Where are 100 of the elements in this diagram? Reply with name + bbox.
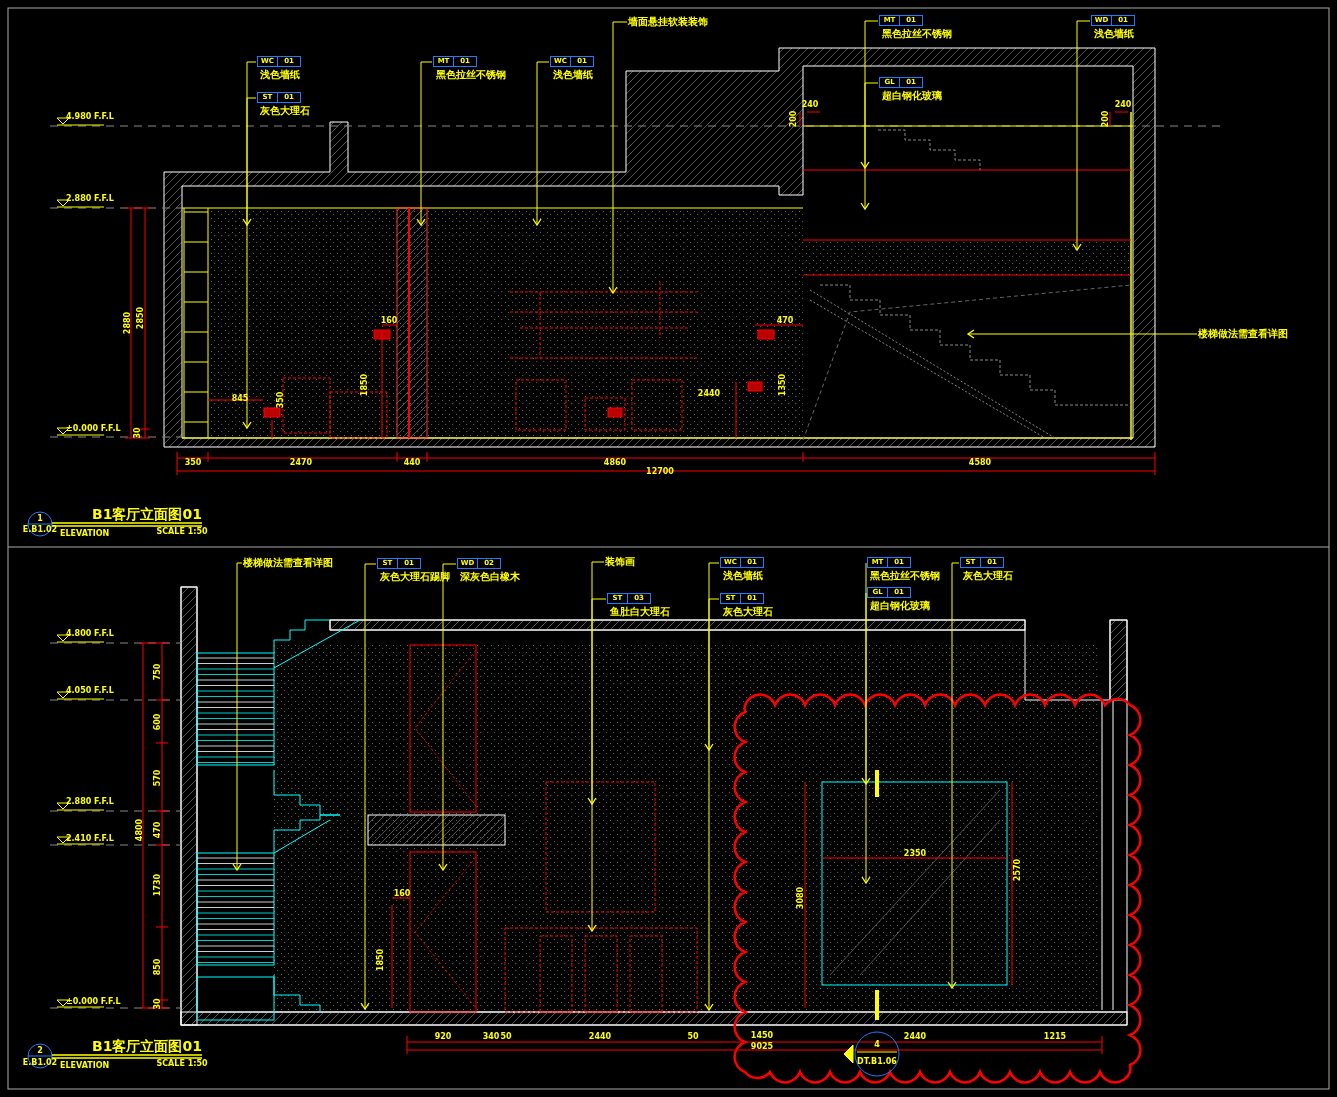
leader-line <box>704 598 720 1011</box>
dimension-text: 9025 <box>750 1041 774 1051</box>
leader-line <box>860 20 879 210</box>
material-name: 灰色大理石 <box>260 106 310 116</box>
dimension-text: 470 <box>152 821 162 839</box>
dimension-text: 4580 <box>968 457 992 467</box>
dimension-text: 600 <box>152 713 162 731</box>
material-name: 黑色拉丝不锈钢 <box>882 29 952 39</box>
dimension-text: 30 <box>132 427 142 439</box>
level-label: 4.980 F.F.L <box>66 112 114 122</box>
callout-number: 4 <box>874 1039 880 1049</box>
dimension-text: 200 <box>788 110 798 128</box>
dimension-text: 2440 <box>903 1031 927 1041</box>
material-name: 黑色拉丝不锈钢 <box>436 70 506 80</box>
callout-number: 2 <box>37 1045 43 1055</box>
dimension-text: 570 <box>152 769 162 787</box>
material-name: 浅色墙纸 <box>723 571 763 581</box>
leader-line <box>947 562 960 989</box>
dimension-text: 1450 <box>750 1030 774 1040</box>
level-label: 4.050 F.F.L <box>66 686 114 696</box>
material-name: 浅色墙纸 <box>260 70 300 80</box>
dimension-text: 50 <box>500 1031 512 1041</box>
dimension-text: 1850 <box>359 373 369 397</box>
leader-line <box>1072 20 1091 251</box>
level-label: 2.410 F.F.L <box>66 834 114 844</box>
leader-line <box>360 563 377 1010</box>
dimension-text: 340 <box>482 1031 500 1041</box>
dimension-text: 3080 <box>795 886 805 910</box>
dimension-text: 350 <box>184 457 202 467</box>
dimension-text: 160 <box>380 315 398 325</box>
leader-line <box>704 562 720 751</box>
leader-line <box>242 61 257 226</box>
dimension-text: 12700 <box>646 466 674 476</box>
material-name: 超白钢化玻璃 <box>882 91 942 101</box>
elevation-label: ELEVATION <box>60 529 110 539</box>
material-name: 浅色墙纸 <box>553 70 593 80</box>
dimension-text: 4860 <box>603 457 627 467</box>
scale-label: SCALE 1:50 <box>156 526 208 536</box>
leader-line <box>860 82 879 169</box>
level-label: 4.800 F.F.L <box>66 629 114 639</box>
dimension-text: 2570 <box>1012 858 1022 882</box>
dimension-text: 2850 <box>135 306 145 330</box>
sheet-reference: E.B1.02 <box>22 1057 58 1067</box>
leader-line <box>416 61 433 226</box>
leader-line <box>861 562 871 884</box>
dimension-text: 2440 <box>588 1031 612 1041</box>
dimension-text: 160 <box>393 888 411 898</box>
callout-text: 装饰画 <box>605 556 635 568</box>
leader-line <box>532 61 550 226</box>
dimension-text: 240 <box>801 99 819 109</box>
dimension-text: 1730 <box>152 873 162 897</box>
sheet-reference: E.B1.02 <box>22 524 58 534</box>
dimension-text: 1215 <box>1043 1031 1067 1041</box>
level-label: 2.880 F.F.L <box>66 194 114 204</box>
material-name: 超白钢化玻璃 <box>870 601 930 611</box>
material-name: 黑色拉丝不锈钢 <box>870 571 940 581</box>
material-name: 灰色大理石 <box>963 571 1013 581</box>
leader-line <box>587 561 605 805</box>
leader-line <box>438 563 457 871</box>
dimension-text: 440 <box>403 457 421 467</box>
material-name: 浅色墙纸 <box>1094 29 1134 39</box>
level-label: 2.880 F.F.L <box>66 797 114 807</box>
level-label: ±0.000 F.F.L <box>66 997 121 1007</box>
dimension-text: 2470 <box>289 457 313 467</box>
scale-label: SCALE 1:50 <box>156 1058 208 1068</box>
dimension-text: 470 <box>776 315 794 325</box>
material-name: 灰色大理石 <box>723 607 773 617</box>
callout-number: 1 <box>37 513 43 523</box>
dimension-text: 1850 <box>375 948 385 972</box>
dimension-text: 1350 <box>777 373 787 397</box>
leader-line <box>608 21 628 294</box>
callout-text: 楼梯做法需查看详图 <box>1198 328 1288 340</box>
material-name: 深灰色白橡木 <box>460 572 520 582</box>
dimension-text: 50 <box>687 1031 699 1041</box>
detail-reference: DT.B1.06 <box>857 1056 897 1066</box>
dimension-text: 845 <box>231 393 249 403</box>
leader-line <box>967 329 1198 339</box>
elevation-label: ELEVATION <box>60 1061 110 1071</box>
callout-text: 楼梯做法需查看详图 <box>243 557 333 569</box>
material-name: 鱼肚白大理石 <box>610 607 670 617</box>
drawing-title: B1客厅立面图01 <box>92 506 202 522</box>
dimension-text: 30 <box>152 998 162 1010</box>
dimension-text: 240 <box>1114 99 1132 109</box>
drawing-title: B1客厅立面图01 <box>92 1038 202 1054</box>
dimension-text: 920 <box>434 1031 452 1041</box>
dimension-text: 2440 <box>697 388 721 398</box>
leader-line <box>232 562 243 871</box>
leader-line <box>861 592 871 785</box>
dimension-text: 350 <box>275 391 285 409</box>
dimension-text: 750 <box>152 663 162 681</box>
level-label: ±0.000 F.F.L <box>66 424 121 434</box>
leader-line <box>587 598 607 932</box>
dimension-text: 4800 <box>134 818 144 842</box>
callout-text: 墙面悬挂软装装饰 <box>628 16 708 28</box>
dimension-text: 200 <box>1100 110 1110 128</box>
dimension-text: 2880 <box>122 311 132 335</box>
dimension-text: 2350 <box>903 848 927 858</box>
leader-line <box>242 97 257 429</box>
dimension-text: 850 <box>152 958 162 976</box>
material-name: 灰色大理石踢脚 <box>380 572 450 582</box>
